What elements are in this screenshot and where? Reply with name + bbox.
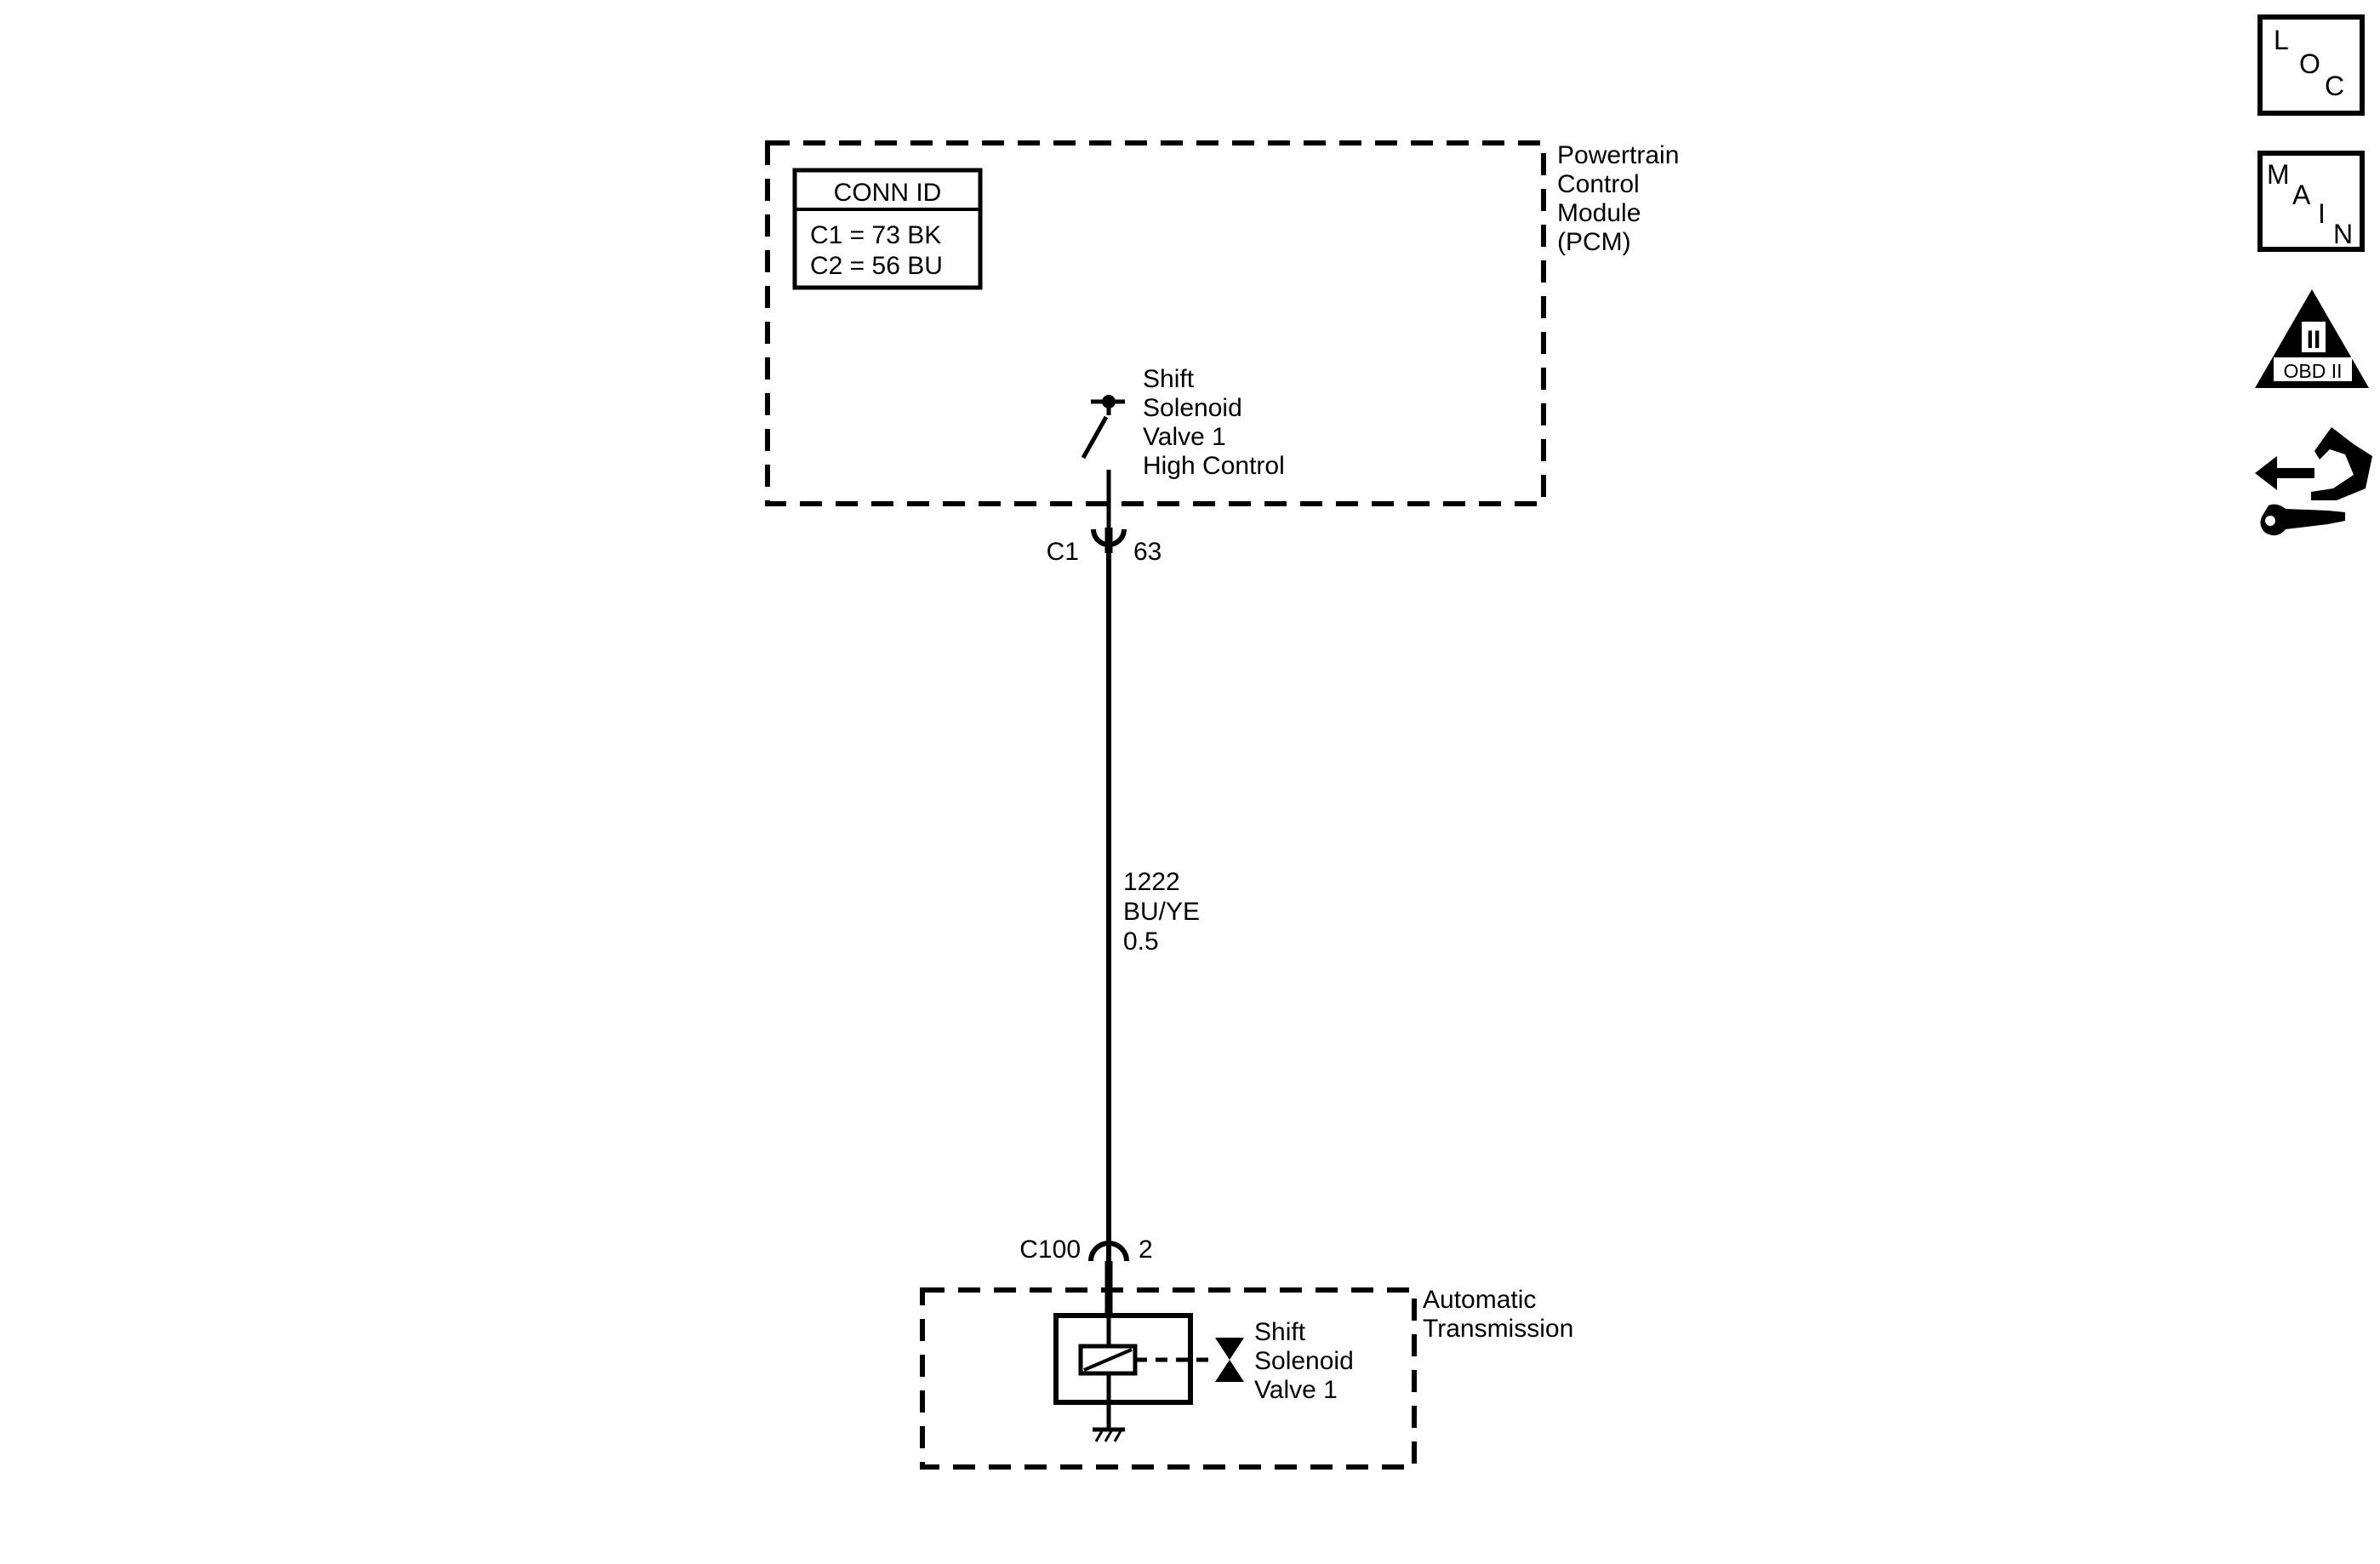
solenoid-symbol	[1053, 1313, 1244, 1428]
conn-id-row: C1 = 73 BK	[810, 221, 941, 249]
pcm-name-line: Control	[1557, 170, 1640, 198]
wire-circuit: 1222	[1123, 868, 1180, 896]
conn-id-row: C2 = 56 BU	[810, 252, 943, 280]
connector-c100: C100 2	[1019, 1236, 1153, 1317]
wire-color: BU/YE	[1123, 898, 1200, 926]
ground-symbol	[1093, 1427, 1125, 1442]
connector-c1-id: C1	[1047, 538, 1079, 566]
loc-letter: O	[2299, 49, 2320, 79]
main-button[interactable]: M A I N	[2257, 151, 2365, 252]
connector-c1: C1 63	[1047, 528, 1161, 566]
solenoid-label-line: Solenoid	[1254, 1347, 1354, 1375]
obd-ii-button[interactable]: II OBD II	[2255, 289, 2369, 388]
pcm-module-box	[765, 140, 1546, 506]
switch-label-line: Shift	[1143, 365, 1195, 393]
loc-button[interactable]: L O C	[2257, 14, 2365, 116]
wire-gauge: 0.5	[1123, 928, 1159, 956]
loc-letter: C	[2325, 71, 2344, 101]
transmission-name-line: Transmission	[1423, 1315, 1573, 1343]
connector-c100-pin: 2	[1139, 1236, 1153, 1264]
connector-c1-pin: 63	[1133, 538, 1161, 566]
main-letter: A	[2292, 180, 2311, 210]
solenoid-label: Shift Solenoid Valve 1	[1254, 1318, 1354, 1404]
main-letter: I	[2318, 198, 2326, 229]
obd-label: OBD II	[2283, 360, 2342, 382]
connector-c100-id: C100	[1019, 1236, 1081, 1264]
loc-letter: L	[2274, 25, 2289, 55]
pcm-name: Powertrain Control Module (PCM)	[1557, 141, 1679, 256]
pcm-name-line: Powertrain	[1557, 141, 1679, 169]
connector-wrench-icon[interactable]	[2255, 427, 2372, 536]
switch-label-line: Valve 1	[1143, 423, 1226, 451]
transmission-box	[920, 1287, 1417, 1470]
transmission-name: Automatic Transmission	[1423, 1286, 1573, 1343]
main-letter: M	[2267, 159, 2290, 190]
wire-label: 1222 BU/YE 0.5	[1123, 868, 1200, 956]
conn-id-title: CONN ID	[834, 179, 942, 207]
solenoid-label-line: Shift	[1254, 1318, 1306, 1346]
pcm-name-line: Module	[1557, 199, 1641, 227]
pcm-switch-symbol	[1081, 395, 1125, 528]
pcm-name-line: (PCM)	[1557, 228, 1631, 256]
transmission-name-line: Automatic	[1423, 1286, 1536, 1314]
solenoid-label-line: Valve 1	[1254, 1376, 1338, 1404]
conn-id-table: CONN ID C1 = 73 BK C2 = 56 BU	[792, 168, 983, 290]
switch-label: Shift Solenoid Valve 1 High Control	[1143, 365, 1285, 480]
switch-label-line: Solenoid	[1143, 394, 1242, 422]
main-letter: N	[2333, 219, 2353, 249]
switch-label-line: High Control	[1143, 452, 1285, 480]
obd-numeral: II	[2307, 326, 2321, 354]
